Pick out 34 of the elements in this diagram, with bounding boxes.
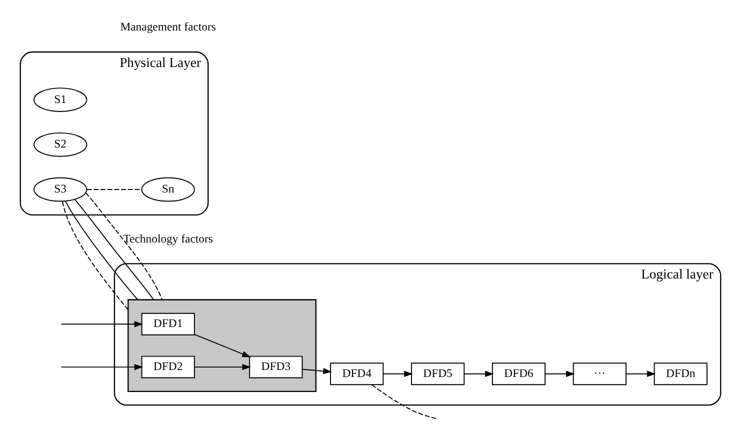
node-box: DFD4 (330, 362, 384, 385)
arrow (544, 370, 575, 376)
connector (86, 188, 142, 190)
node-box: ··· (572, 362, 627, 385)
arrow (626, 370, 656, 376)
arrow (194, 363, 252, 370)
connector (74, 198, 154, 300)
cluster (128, 298, 316, 392)
node-ellipse: Sn (141, 176, 195, 202)
connector (62, 200, 129, 310)
node-box: DFD5 (410, 362, 465, 385)
node-box: DFD3 (249, 355, 303, 378)
node-ellipse: S3 (34, 176, 88, 202)
connector (85, 192, 163, 300)
node-box: DFD6 (492, 362, 546, 385)
node-box: DFDn (654, 362, 708, 385)
cluster (20, 50, 209, 215)
node-box: DFD1 (141, 312, 195, 335)
node-label: Logical layer (641, 266, 714, 281)
node-ellipse: S1 (34, 87, 88, 112)
node-label: Physical Layer (120, 54, 202, 70)
arrow (60, 363, 144, 370)
arrow (194, 334, 251, 357)
label: Technology factors (123, 232, 213, 245)
cluster (114, 262, 722, 406)
label: Management factors (120, 20, 216, 34)
arrow (464, 370, 494, 376)
arrow (302, 368, 332, 374)
connector (371, 384, 438, 419)
connector (65, 200, 138, 300)
arrow (382, 370, 413, 376)
node-box: DFD2 (141, 355, 195, 378)
arrow (60, 320, 144, 327)
node-ellipse: S2 (34, 132, 88, 156)
